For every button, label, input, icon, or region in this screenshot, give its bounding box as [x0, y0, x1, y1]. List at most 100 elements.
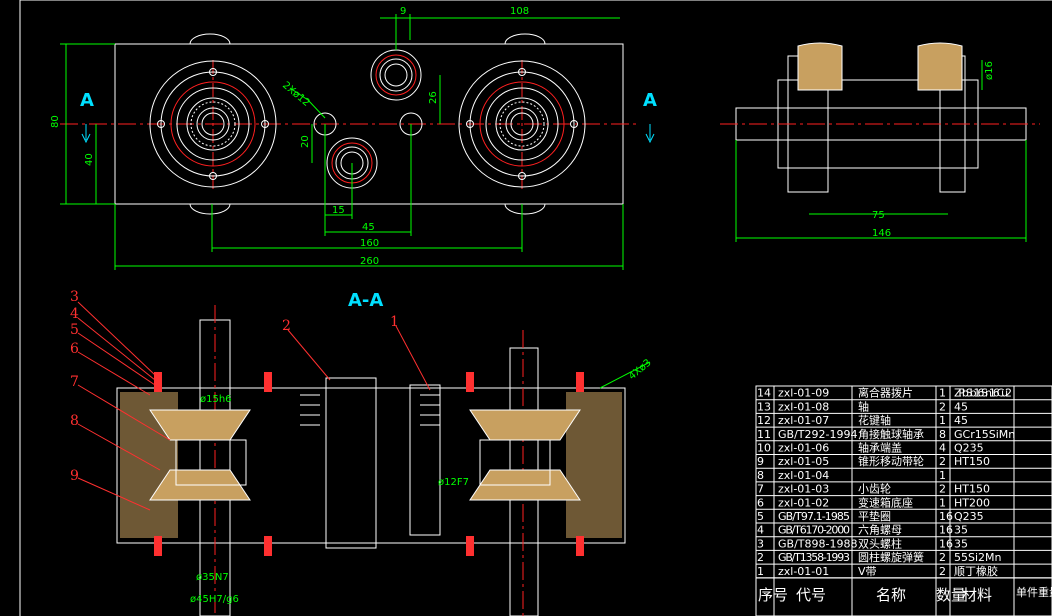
callout-1: 1	[390, 314, 399, 330]
bom-header-name: 名称	[876, 586, 906, 604]
bom-cell-code: GB/T97.1-1985	[778, 510, 850, 523]
bom-cell-code: zxl-01-03	[778, 483, 829, 496]
dim-108: 108	[510, 6, 529, 17]
callout-3: 3	[70, 289, 79, 305]
dim-80: 80	[50, 115, 61, 128]
bom-cell-name: 花键轴	[858, 413, 891, 427]
bom-cell-mat: 35	[954, 537, 968, 550]
upper-gear	[370, 49, 422, 101]
bom-cell-qty: 16	[939, 537, 953, 550]
section-view	[77, 301, 626, 616]
bom-cell-name: 变速箱底座	[858, 495, 913, 509]
bom-cell-mat: 55Si2Mn	[954, 551, 1002, 564]
bom-cell-code: zxl-01-07	[778, 414, 829, 427]
bom-cell-qty: 2	[939, 483, 946, 496]
bom-cell-no: 10	[757, 442, 771, 455]
dim-40: 40	[84, 153, 95, 166]
bom-cell-code: zxl-01-09	[778, 387, 829, 400]
dim-146: 146	[872, 228, 891, 239]
bom-cell-mat: 45	[954, 414, 968, 427]
bom-cell-name: 离合器拨片	[858, 386, 913, 400]
fit-15h6: ø15h6	[200, 394, 232, 405]
bom-cell-code: zxl-01-05	[778, 455, 829, 468]
bom-cell-name: 六角螺母	[858, 524, 902, 537]
bom-cell-qty: 16	[939, 524, 953, 537]
callout-6: 6	[70, 341, 79, 357]
callout-4: 4	[70, 306, 79, 322]
dim-16: ø16	[984, 61, 995, 80]
dim-75: 75	[872, 210, 885, 221]
callout-9: 9	[70, 468, 79, 484]
bom-header-mat: 材料	[962, 586, 992, 604]
bom-cell-code: GB/T6170-2000	[778, 524, 850, 537]
bom-cell-name: V带	[858, 565, 877, 578]
dim-45: 45	[362, 222, 375, 233]
bom-cell-name: 小齿轮	[858, 482, 891, 496]
dim-20: 20	[300, 135, 311, 148]
bom-cell-no: 8	[757, 469, 764, 482]
bom-cell-no: 1	[757, 565, 764, 578]
bom-cell-qty: 8	[939, 428, 946, 441]
bom-cell-mat: 35	[954, 524, 968, 537]
bom-cell-no: 11	[757, 428, 771, 441]
section-title: A-A	[348, 290, 383, 311]
section-marker-left: A	[80, 90, 94, 111]
bom-header-code: 代号	[796, 586, 826, 604]
dim-26: 26	[428, 91, 439, 104]
bom-cell-qty: 2	[939, 551, 946, 564]
fit-35n7: ø35N7	[196, 572, 229, 583]
bom-cell-code: GB/T1358-1993	[778, 551, 850, 564]
bom-cell-qty: 1	[939, 469, 946, 482]
bom-cell-qty: 2	[939, 565, 946, 578]
fit-45h7g6: ø45H7/g6	[190, 594, 239, 605]
bom-cell-mat: ZPbSb16Sn16Cu2	[954, 387, 1012, 400]
bom-cell-name: 平垫圈	[858, 509, 891, 523]
bom-cell-code: GB/T292-1994	[778, 428, 857, 441]
bom-cell-name: 轴	[858, 399, 869, 413]
bom-cell-qty: 2	[939, 400, 946, 413]
callout-5: 5	[70, 322, 79, 338]
bom-cell-no: 13	[757, 400, 771, 413]
bom-cell-no: 14	[757, 387, 771, 400]
bom-cell-mat: HT150	[954, 483, 990, 496]
bom-cell-name: 圆柱螺旋弹簧	[858, 550, 924, 564]
top-view-dimensions	[60, 14, 624, 270]
bom-cell-no: 12	[757, 414, 771, 427]
bom-cell-code: GB/T898-1988	[778, 537, 857, 550]
callout-8: 8	[70, 413, 79, 429]
dim-9: 9	[400, 6, 406, 17]
bom-cell-qty: 1	[939, 496, 946, 509]
bom-cell-mat: GCr15SiMn	[954, 428, 1015, 441]
left-bearing-cover	[149, 60, 277, 188]
callout-2: 2	[282, 318, 291, 334]
bom-cell-mat: 45	[954, 400, 968, 413]
bom-cell-mat: Q235	[954, 442, 984, 455]
bom-cell-no: 7	[757, 483, 764, 496]
bom-cell-code: zxl-01-08	[778, 400, 829, 413]
bom-cell-code: zxl-01-01	[778, 565, 829, 578]
top-view: 9 108 2Xø12 80 40 26 20 15 45 160 260 A …	[50, 6, 657, 270]
bom-cell-qty: 1	[939, 387, 946, 400]
bom-cell-no: 2	[757, 551, 764, 564]
dim-2x12: 2Xø12	[280, 80, 312, 109]
bom-cell-mat: Q235	[954, 510, 984, 523]
bom-cell-name: 角接触球轴承	[858, 427, 924, 441]
bom-cell-no: 6	[757, 496, 764, 509]
bom-cell-code: zxl-01-04	[778, 469, 829, 482]
bom-cell-no: 9	[757, 455, 764, 468]
bom-cell-mat: HT150	[954, 455, 990, 468]
bom-cell-mat: HT200	[954, 496, 990, 509]
bom-cell-no: 4	[757, 524, 764, 537]
right-bearing-cover	[458, 60, 586, 188]
fit-12f7: ø12F7	[438, 477, 469, 488]
callout-7: 7	[70, 374, 79, 390]
bom-cell-code: zxl-01-02	[778, 496, 829, 509]
bom-cell-qty: 1	[939, 414, 946, 427]
dim-15: 15	[332, 205, 345, 216]
bom-cell-no: 5	[757, 510, 764, 523]
bom-cell-qty: 16	[939, 510, 953, 523]
bom-cell-qty: 4	[939, 442, 946, 455]
